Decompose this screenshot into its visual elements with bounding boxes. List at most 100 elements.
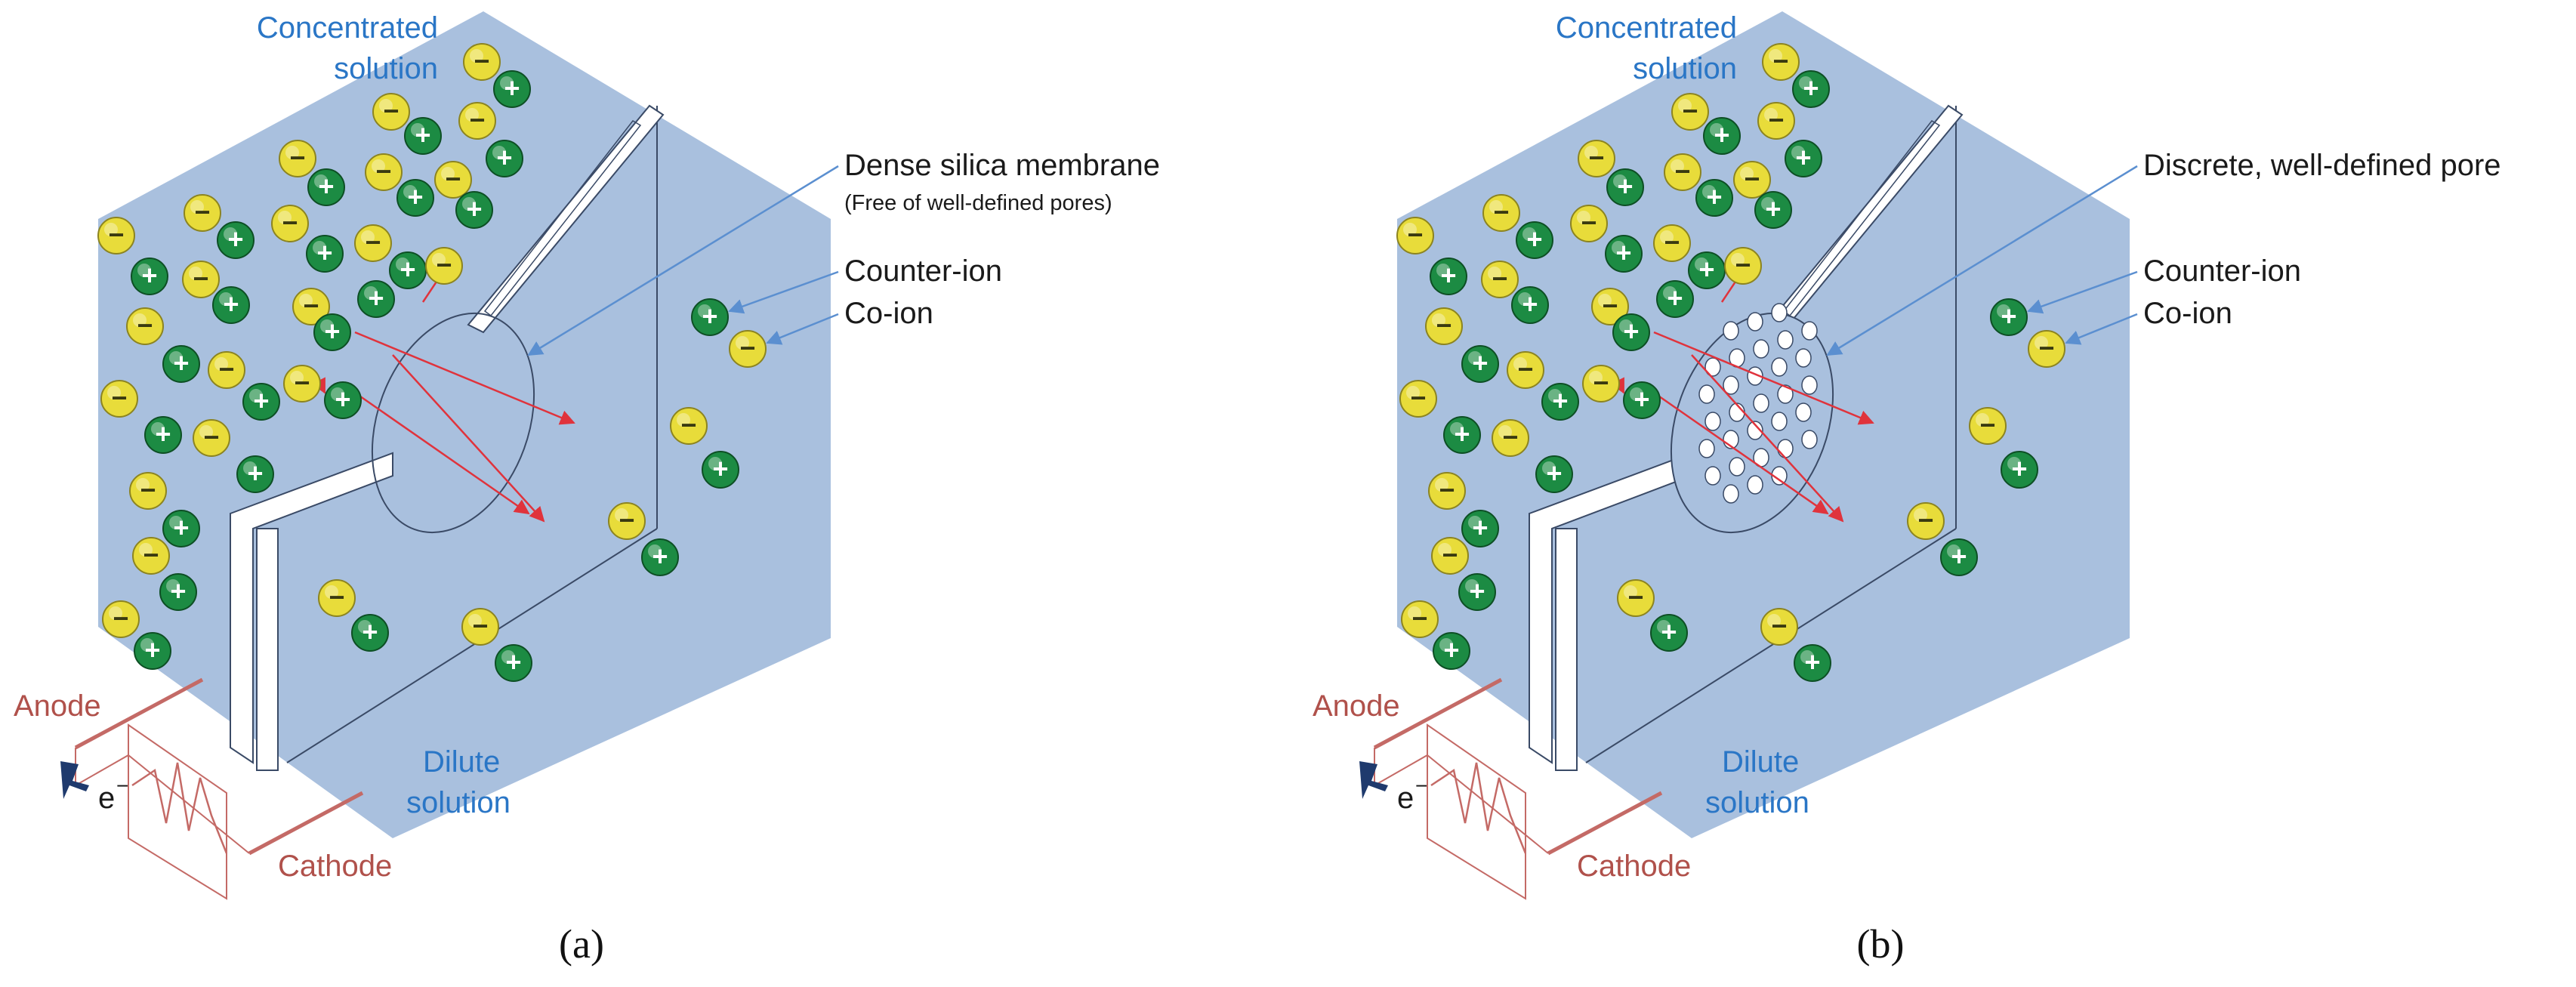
cation-ball xyxy=(1433,632,1470,670)
ion-highlight xyxy=(1468,516,1482,529)
anion-ball xyxy=(271,205,309,242)
cation: + xyxy=(1461,510,1499,547)
pore xyxy=(1801,321,1818,341)
cation-ball xyxy=(641,538,679,576)
anion: − xyxy=(1399,380,1437,418)
plus-sign: + xyxy=(141,260,157,291)
pore xyxy=(1747,312,1763,332)
plus-sign: + xyxy=(1440,260,1456,291)
cation-ball xyxy=(1623,381,1661,419)
ion-highlight xyxy=(411,123,424,137)
ion-highlight xyxy=(1439,638,1453,652)
anion: − xyxy=(1401,600,1439,638)
minus-sign: − xyxy=(194,196,210,227)
cation: + xyxy=(2001,451,2038,489)
cation: + xyxy=(1458,573,1496,611)
ion-highlight xyxy=(698,304,711,318)
flux-arrow xyxy=(1653,391,1829,515)
ion-highlight xyxy=(1710,123,1723,137)
anion: − xyxy=(100,380,138,418)
cation-ball xyxy=(493,70,531,108)
minus-sign: − xyxy=(193,263,208,294)
plus-sign: + xyxy=(505,646,521,677)
ion-highlight xyxy=(379,99,393,113)
ion-highlight xyxy=(104,223,118,236)
anode-electrode xyxy=(1373,677,1503,750)
anion-ball xyxy=(1399,380,1437,418)
ion-highlight xyxy=(151,422,165,436)
ion-highlight xyxy=(1731,253,1745,267)
dilute-label-line1: Dilute xyxy=(423,745,500,779)
minus-sign: − xyxy=(1442,539,1458,570)
anion-ball xyxy=(425,247,463,285)
external-circuit xyxy=(1373,677,1663,900)
minus-sign: − xyxy=(680,409,696,440)
lower-plate-front xyxy=(256,528,279,771)
plus-sign: + xyxy=(223,288,239,319)
minus-sign: − xyxy=(1492,263,1507,294)
anion-ball xyxy=(1724,247,1762,285)
cation: + xyxy=(1703,117,1741,155)
anion-ball xyxy=(670,407,708,445)
cation-ball xyxy=(1443,416,1481,454)
ion-highlight xyxy=(468,614,482,628)
minus-sign: − xyxy=(383,95,399,126)
anion-ball xyxy=(1671,93,1709,131)
concentrated-label-line2: solution xyxy=(334,52,438,85)
cation-ball xyxy=(1511,286,1549,324)
membrane-label: Dense silica membrane xyxy=(844,149,1160,182)
anion: − xyxy=(2028,330,2065,368)
cation-ball xyxy=(1794,644,1831,682)
cation: + xyxy=(242,383,280,421)
minus-sign: − xyxy=(203,421,219,452)
anion-ball xyxy=(461,608,499,646)
minus-sign: − xyxy=(111,382,127,413)
anion: − xyxy=(1481,261,1519,298)
ion-highlight xyxy=(139,543,153,557)
plus-sign: + xyxy=(362,616,378,647)
pore-array xyxy=(1698,303,1818,504)
ion-highlight xyxy=(2007,457,2021,470)
anion-ball xyxy=(608,502,646,540)
minus-sign: − xyxy=(329,581,344,612)
electron-arrow-icon xyxy=(1359,761,1388,799)
plus-sign: + xyxy=(335,384,350,415)
plus-sign: + xyxy=(170,575,186,606)
pore xyxy=(1777,330,1794,350)
ion-highlight xyxy=(1468,351,1482,365)
cation: + xyxy=(351,614,389,652)
cation-ball xyxy=(455,191,493,229)
ion-highlight xyxy=(1408,606,1421,620)
counter-ion-leader xyxy=(728,270,839,314)
cation: + xyxy=(1695,179,1733,217)
plus-sign: + xyxy=(173,347,189,378)
anion: − xyxy=(1431,537,1469,575)
ion-highlight xyxy=(214,357,228,371)
cation-ball xyxy=(1458,573,1496,611)
ion-highlight xyxy=(1767,614,1781,628)
pore xyxy=(1723,321,1739,341)
anion-ball xyxy=(283,365,321,403)
ion-highlight xyxy=(320,319,334,333)
plus-sign: + xyxy=(1615,237,1631,268)
plus-sign: + xyxy=(652,541,668,572)
minus-sign: − xyxy=(1664,227,1680,258)
ion-highlight xyxy=(243,461,257,475)
anion-ball xyxy=(1578,140,1615,177)
electron-label: e xyxy=(98,782,115,815)
cation: + xyxy=(1656,280,1694,318)
plus-sign: + xyxy=(1765,193,1781,224)
ion-highlight xyxy=(1702,185,1716,199)
minus-sign: − xyxy=(1439,474,1455,505)
anion-ball xyxy=(1969,407,2007,445)
membrane-leader xyxy=(1826,165,2138,356)
pore xyxy=(1704,412,1721,431)
cation: + xyxy=(1623,381,1661,419)
cation: + xyxy=(1792,70,1830,108)
anion: − xyxy=(458,102,496,140)
minus-sign: − xyxy=(1588,142,1604,173)
cation-ball xyxy=(1605,235,1643,273)
cation: + xyxy=(702,451,739,489)
pore xyxy=(1723,375,1739,395)
